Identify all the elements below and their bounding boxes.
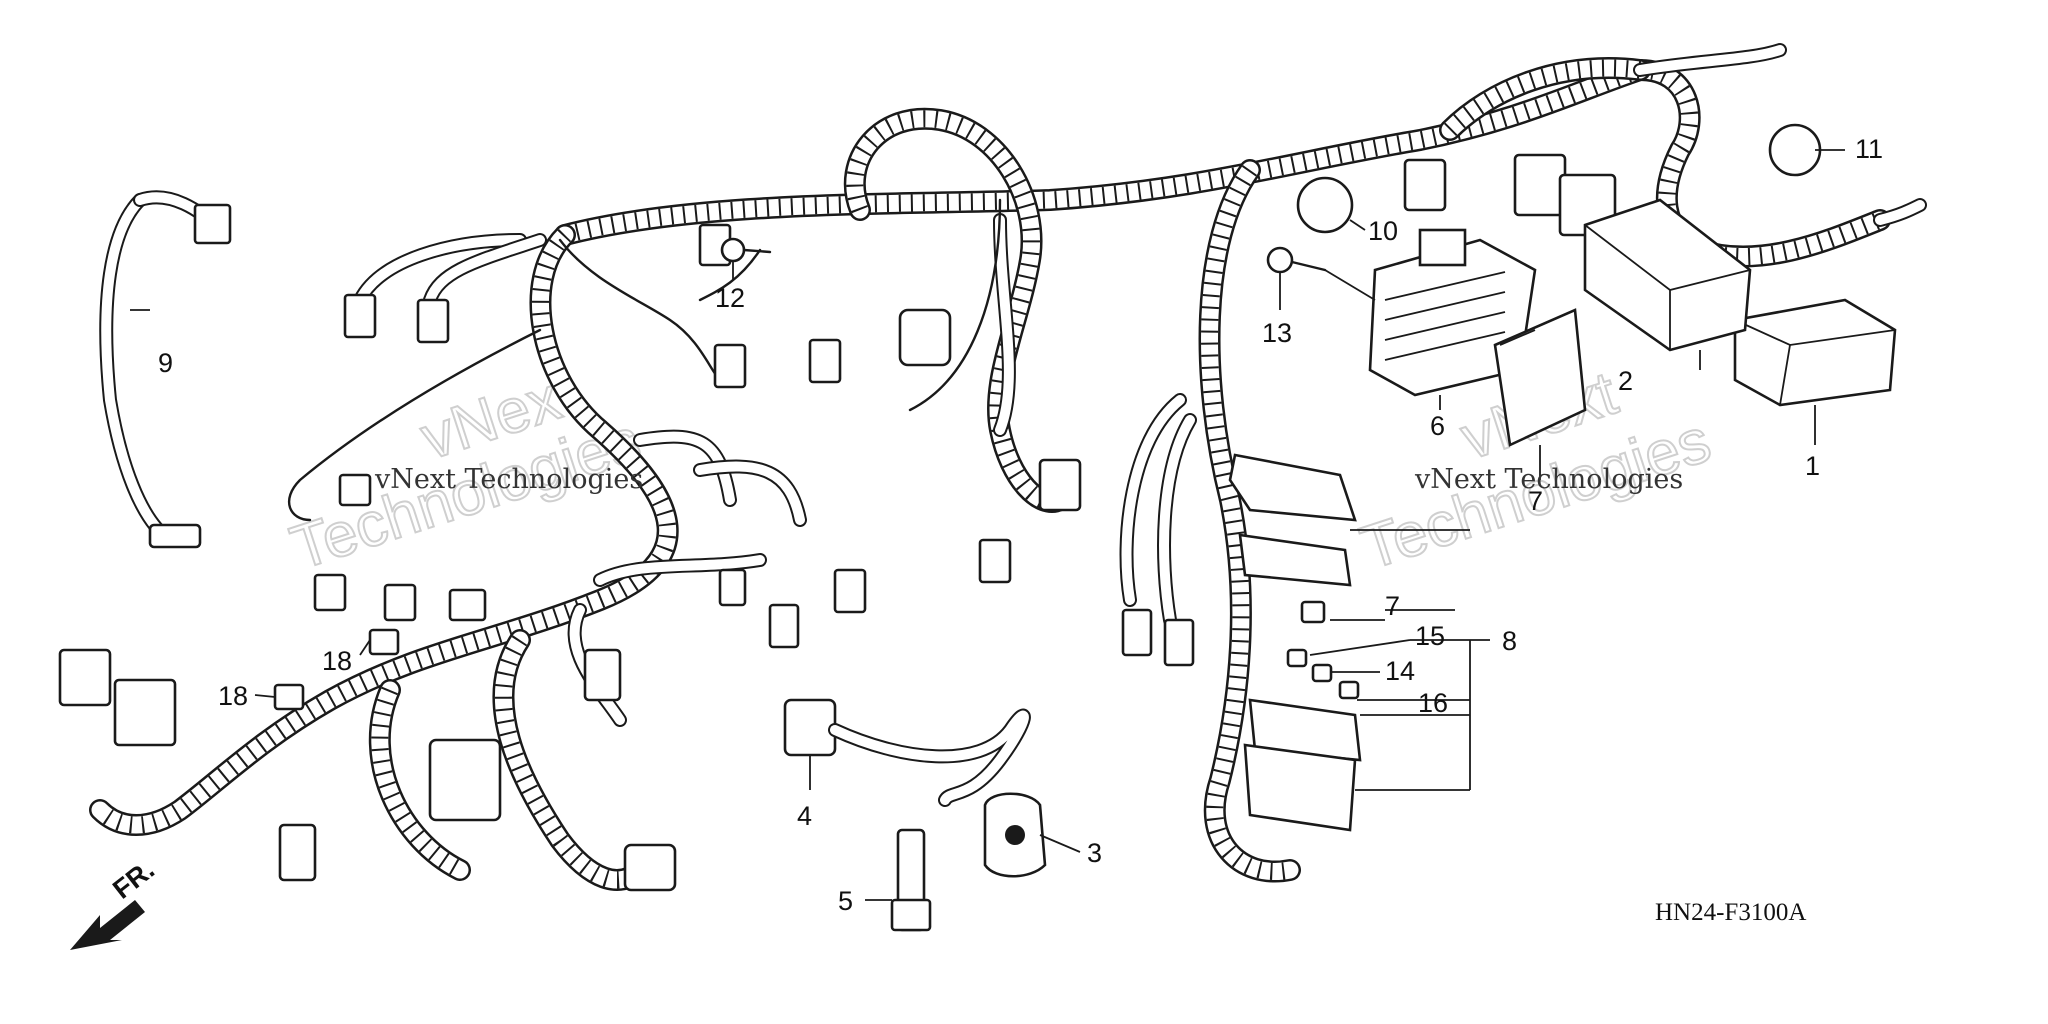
callout-18-upper: 18	[322, 646, 352, 676]
callout-15: 15	[1415, 621, 1445, 651]
part-11-clamp	[1768, 123, 1822, 177]
connector-j	[1121, 608, 1153, 657]
callout-11: 11	[1855, 134, 1883, 164]
callout-14: 14	[1385, 656, 1415, 686]
connector-round-e	[898, 308, 952, 367]
connector-relay-m	[1513, 153, 1567, 217]
part-1-block	[1733, 298, 1897, 407]
connector-f	[1038, 458, 1082, 512]
part-4-sensor	[783, 698, 1031, 807]
direction-label: FR.	[107, 854, 160, 904]
connector-a	[343, 293, 377, 339]
connector-s	[583, 648, 622, 702]
callout-9: 9	[158, 348, 173, 378]
part-10-clamp	[1296, 176, 1354, 234]
callout-1: 1	[1805, 451, 1820, 481]
callout-4: 4	[797, 801, 812, 831]
callout-5: 5	[838, 886, 853, 916]
part-3-grommet	[983, 792, 1047, 878]
part-15-fuse	[1286, 648, 1308, 668]
callout-3: 3	[1087, 838, 1102, 868]
part-16-fuse	[1338, 680, 1360, 700]
part-5-plug	[890, 828, 932, 932]
part-2-module	[1583, 198, 1752, 352]
part-7-fuse	[1300, 600, 1326, 624]
arrow-icon	[70, 900, 145, 950]
part-13-bolt	[1266, 246, 1327, 274]
part-18-clip-b	[368, 628, 400, 656]
connector-9-plug	[193, 203, 232, 245]
callout-7: 7	[1385, 591, 1400, 621]
parts	[148, 123, 1897, 932]
connector-v	[313, 573, 347, 612]
connector-i	[833, 568, 867, 614]
part-12-bolt	[720, 237, 772, 263]
callout-8: 8	[1502, 626, 1517, 656]
part-plate	[1493, 308, 1587, 447]
part-8-fuse-box	[1228, 453, 1362, 832]
figure-code: HN24-F3100A	[1655, 899, 1806, 926]
connector-w	[448, 588, 487, 622]
connector-h	[768, 603, 800, 649]
connector-b	[416, 298, 450, 344]
callout-12: 12	[715, 283, 745, 313]
connector-left-p	[113, 678, 177, 747]
connector-top-l	[1403, 158, 1447, 212]
connector-k	[1163, 618, 1195, 667]
callout-6: 6	[1430, 411, 1445, 441]
callout-18-lower: 18	[218, 681, 248, 711]
callout-7-upper: 7	[1528, 486, 1543, 516]
callout-13: 13	[1262, 318, 1292, 348]
connector-z	[718, 568, 747, 607]
connector-u	[383, 583, 417, 622]
front-direction-arrow: FR.	[70, 854, 160, 950]
watermark-caption-left: vNext Technologies	[374, 464, 643, 495]
connector-t	[623, 843, 677, 892]
part-18-clip-a	[273, 683, 305, 711]
callout-10: 10	[1368, 216, 1398, 246]
part-6-regulator	[1368, 228, 1537, 397]
connector-c	[713, 343, 747, 389]
connector-d	[808, 338, 842, 384]
connector-q	[278, 823, 317, 882]
part-9-end	[148, 523, 202, 549]
connector-left-o	[58, 648, 112, 707]
watermark-caption-right: vNext Technologies	[1414, 464, 1683, 495]
leader-lines	[130, 149, 1845, 901]
wire-branches	[99, 43, 1927, 727]
connector-large-r	[428, 738, 502, 822]
connector-y	[338, 473, 372, 507]
callout-2: 2	[1618, 366, 1633, 396]
connector-g	[978, 538, 1012, 584]
callouts: 1 2 3 4 5 6 7 7 8 9 10 11 12 13 14 15 16…	[158, 134, 1883, 916]
part-14-fuse	[1311, 663, 1333, 683]
callout-16: 16	[1418, 688, 1448, 718]
main-harness	[89, 57, 1891, 891]
